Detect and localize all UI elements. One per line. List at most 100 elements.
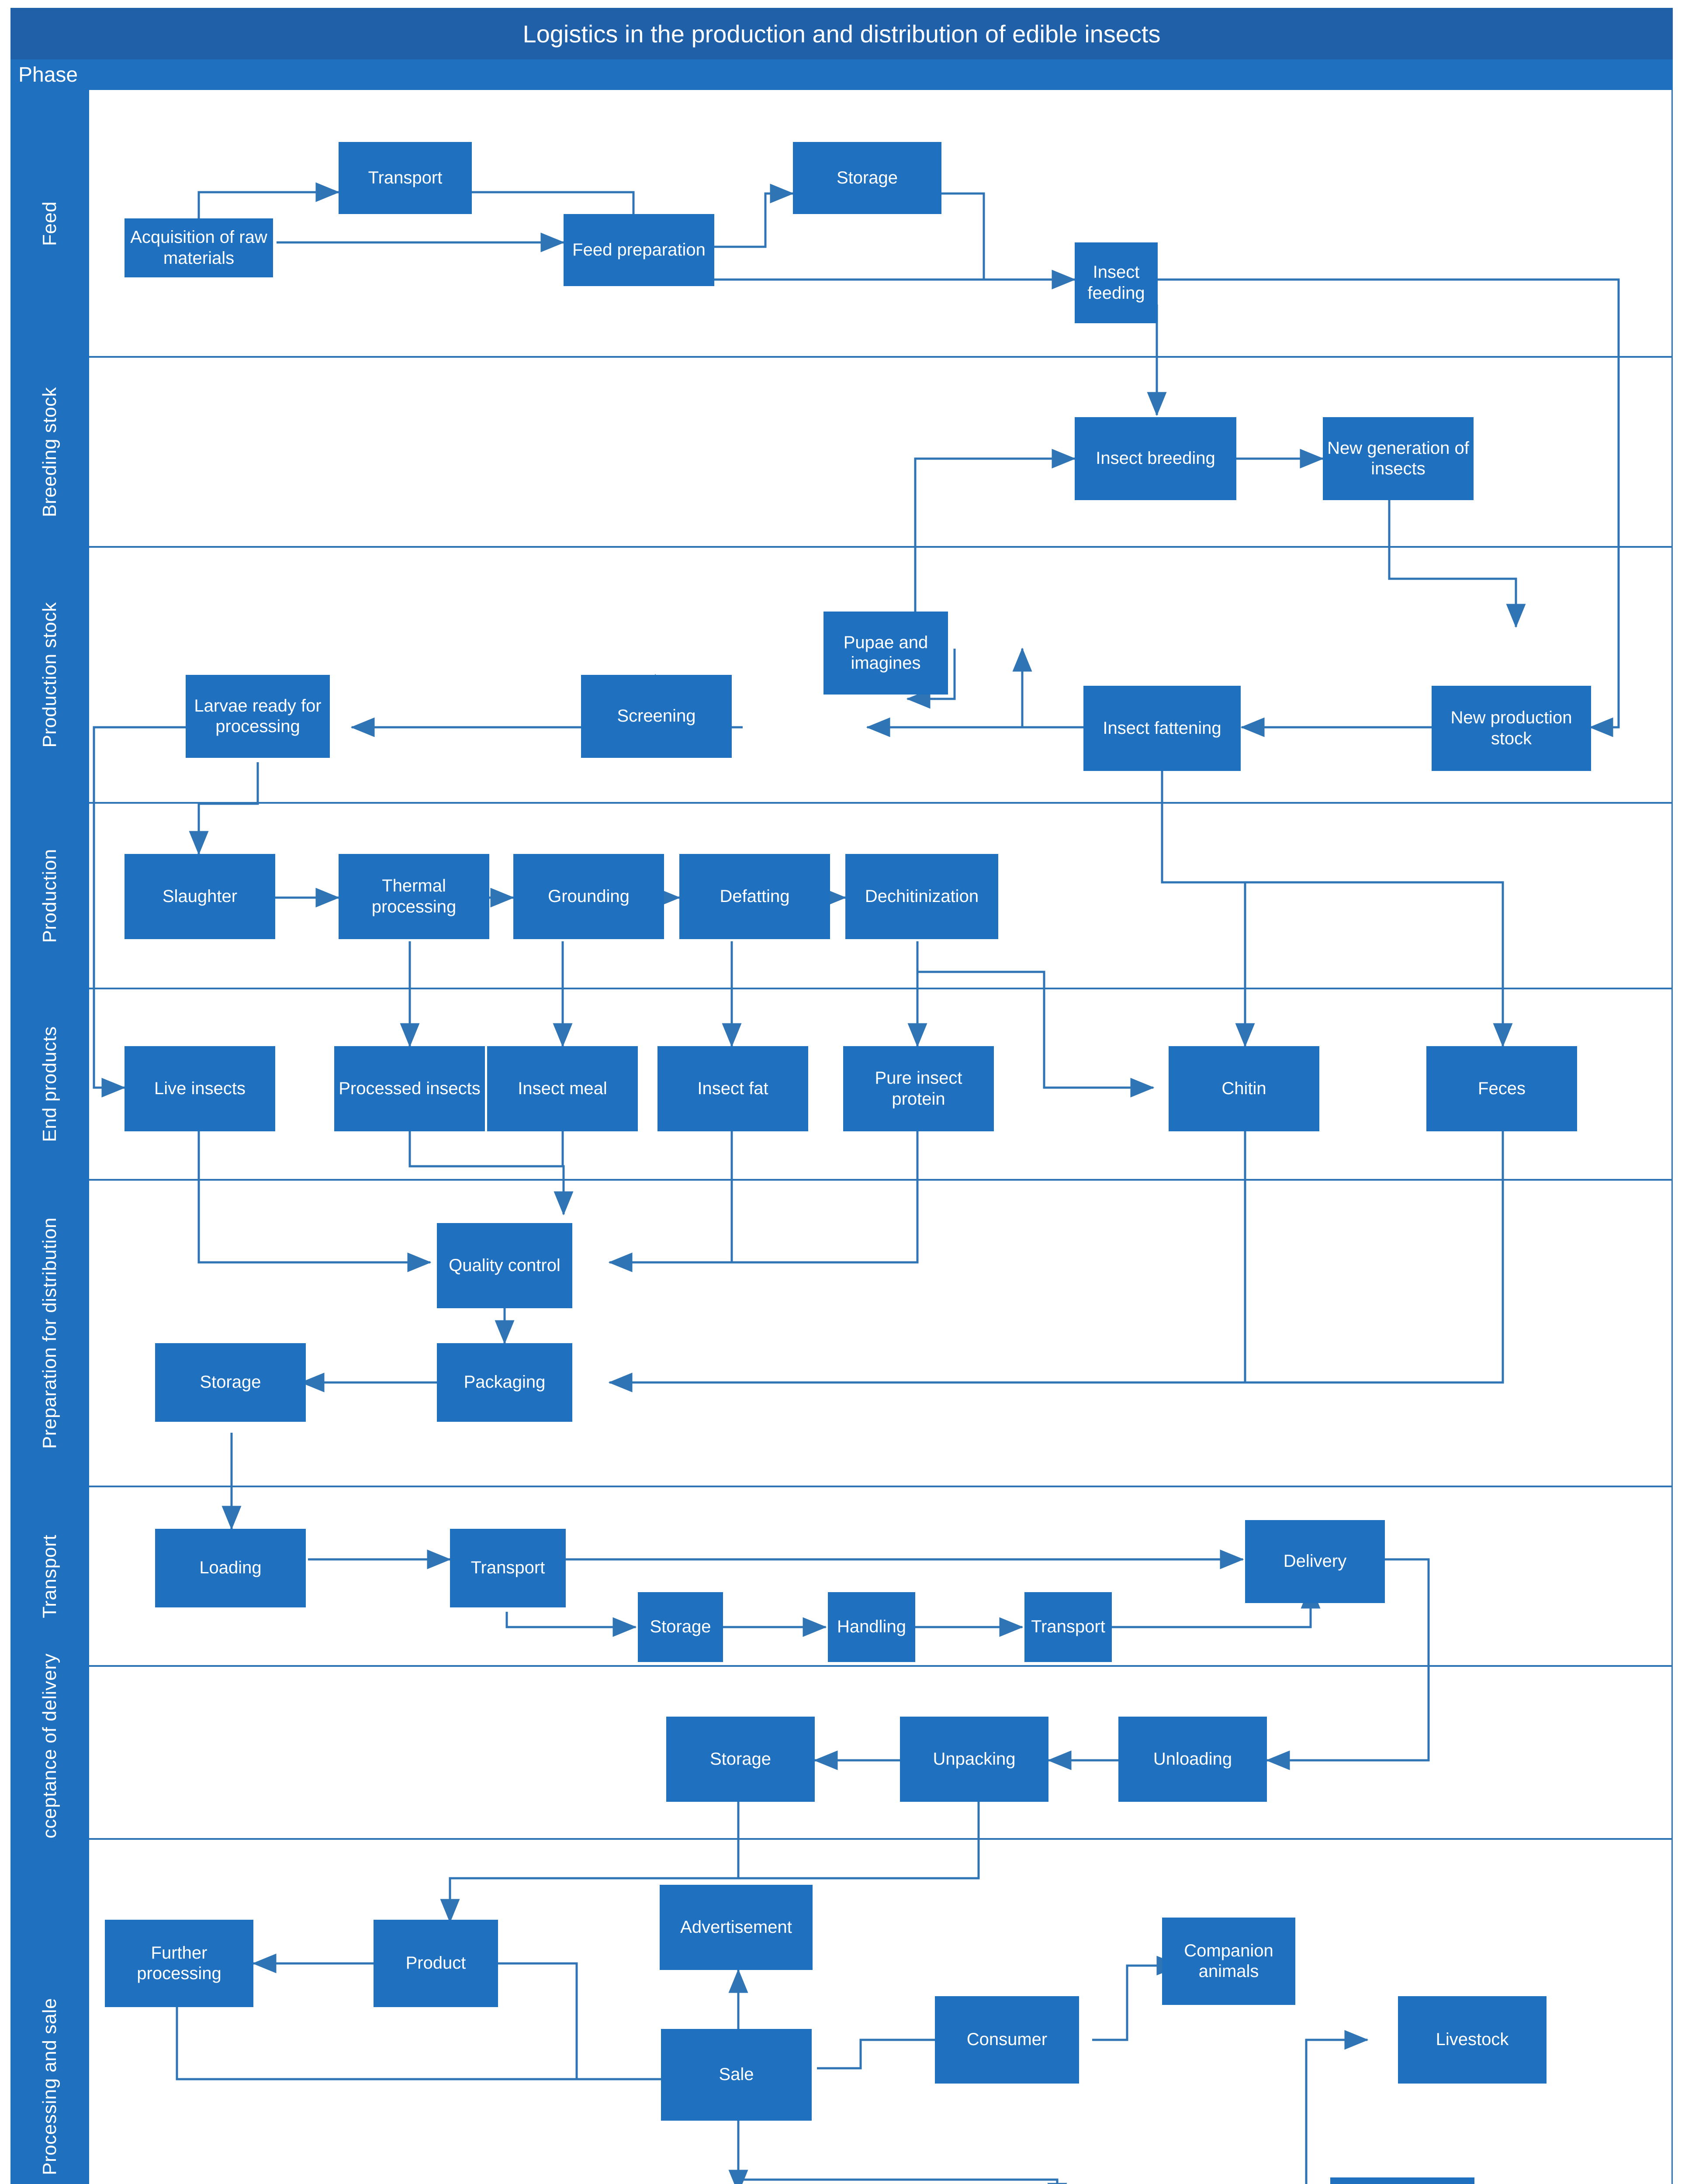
node-acquisition-of-raw-materials[interactable]: Acquisition of raw materials [125,218,273,277]
node-label: New generation of insects [1327,438,1469,478]
node-feed-preparation[interactable]: Feed preparation [564,214,714,286]
node-label: Feces [1478,1078,1526,1098]
phase-lane-acceptance-of-delivery: Acceptance of delivery [10,1653,89,1852]
node-label: Screening [617,706,696,726]
diagram-title-bar: Logistics in the production and distribu… [10,8,1673,59]
phase-label-end-products: End products [39,1026,60,1142]
phase-label-preparation-for-distribution: Preparation for distribution [39,1217,60,1449]
node-label: New production stock [1450,708,1572,748]
node-label: Storage [650,1617,711,1637]
node-label: Pure insect protein [875,1068,962,1109]
node-storage-feed[interactable]: Storage [793,142,941,214]
node-label: Storage [709,1749,772,1769]
lane-separator [89,1179,1673,1181]
node-insect-meal[interactable]: Insect meal [487,1046,638,1131]
phase-lane-breeding-stock: Breeding stock [10,357,89,547]
node-label: Quality control [449,1255,561,1275]
node-advertisement[interactable]: Advertisement [660,1885,813,1970]
node-chitin[interactable]: Chitin [1169,1046,1319,1131]
lane-separator [89,356,1673,358]
node-thermal-processing[interactable]: Thermal processing [339,854,489,939]
phase-lane-processing-and-sale: Processing and sale [10,1839,89,2184]
node-storage-transport[interactable]: Storage [638,1592,723,1662]
node-delivery[interactable]: Delivery [1245,1520,1385,1603]
node-insect-breeding[interactable]: Insect breeding [1075,417,1236,500]
phase-label-processing-and-sale: Processing and sale [39,1997,60,2175]
node-unpacking[interactable]: Unpacking [900,1717,1048,1802]
node-new-generation-of-insects[interactable]: New generation of insects [1323,417,1474,500]
node-pupae-and-imagines[interactable]: Pupae and imagines [823,612,948,695]
node-pure-insect-protein[interactable]: Pure insect protein [843,1046,994,1131]
node-label: Further processing [137,1943,221,1983]
phase-lane-feed: Feed [10,90,89,357]
node-storage-acceptance[interactable]: Storage [666,1717,815,1802]
phase-label-breeding-stock: Breeding stock [39,387,60,517]
node-label: Product [405,1953,466,1973]
node-insect-fattening[interactable]: Insect fattening [1083,686,1241,771]
phase-label-feed: Feed [39,201,60,246]
node-processed-insects[interactable]: Processed insects [334,1046,485,1131]
phase-label-acceptance-of-delivery: Acceptance of delivery [38,1653,60,1852]
lane-separator [89,802,1673,804]
node-fertilizer[interactable]: Fertilizer [1330,2177,1474,2184]
node-label: Processed insects [339,1078,481,1098]
node-label: Transport [368,168,443,187]
lane-separator [89,546,1673,548]
node-label: Unloading [1153,1749,1232,1769]
node-live-insects[interactable]: Live insects [125,1046,275,1131]
node-new-production-stock[interactable]: New production stock [1432,686,1591,771]
node-companion-animals[interactable]: Companion animals [1162,1918,1295,2005]
node-label: Larvae ready for processing [194,696,322,736]
phase-label-production-stock: Production stock [39,602,60,748]
node-packaging[interactable]: Packaging [437,1343,572,1422]
phase-lane-end-products: End products [10,988,89,1180]
node-label: Pupae and imagines [843,632,928,673]
node-label: Insect breeding [1096,449,1215,468]
node-label: Insect fattening [1103,718,1221,738]
node-sale[interactable]: Sale [661,2029,812,2121]
node-insect-feeding[interactable]: Insect feeding [1075,242,1158,323]
lane-separator [89,1486,1673,1487]
node-feces[interactable]: Feces [1426,1046,1577,1131]
node-label: Transport [1031,1617,1105,1637]
node-label: Unpacking [933,1749,1016,1769]
node-label: Advertisement [680,1917,792,1937]
node-slaughter[interactable]: Slaughter [125,854,275,939]
node-label: Insect fat [697,1078,768,1098]
node-handling[interactable]: Handling [828,1592,915,1662]
node-transport-second[interactable]: Transport [1024,1592,1112,1662]
lane-separator [89,1838,1673,1840]
node-screening[interactable]: Screening [581,675,732,758]
phase-lane-preparation-for-distribution: Preparation for distribution [10,1180,89,1486]
node-label: Live insects [154,1078,246,1098]
node-insect-fat[interactable]: Insect fat [657,1046,808,1131]
node-label: Packaging [464,1372,546,1392]
node-loading[interactable]: Loading [155,1529,306,1607]
node-consumer[interactable]: Consumer [935,1996,1079,2084]
node-dechitinization[interactable]: Dechitinization [845,854,998,939]
phase-header: Phase [10,59,1673,90]
node-storage-prep[interactable]: Storage [155,1343,306,1422]
phase-label-production: Production [39,848,60,943]
node-label: Transport [471,1558,545,1578]
node-label: Dechitinization [865,886,979,906]
node-larvae-ready-for-processing[interactable]: Larvae ready for processing [186,675,330,758]
node-label: Consumer [966,2030,1048,2049]
node-transport-feed[interactable]: Transport [339,142,472,214]
node-defatting[interactable]: Defatting [679,854,830,939]
node-grounding[interactable]: Grounding [513,854,664,939]
node-livestock[interactable]: Livestock [1398,1996,1547,2084]
phase-lane-production-stock: Production stock [10,547,89,803]
node-further-processing[interactable]: Further processing [105,1920,253,2007]
node-quality-control[interactable]: Quality control [437,1223,572,1308]
node-label: Acquisition of raw materials [130,228,267,268]
phase-lane-production: Production [10,803,89,988]
node-product[interactable]: Product [374,1920,498,2007]
node-label: Chitin [1221,1078,1266,1098]
lane-separator [89,988,1673,989]
node-label: Sale [719,2065,754,2084]
node-unloading[interactable]: Unloading [1118,1717,1267,1802]
node-label: Handling [837,1617,906,1637]
node-transport-main[interactable]: Transport [450,1529,566,1607]
